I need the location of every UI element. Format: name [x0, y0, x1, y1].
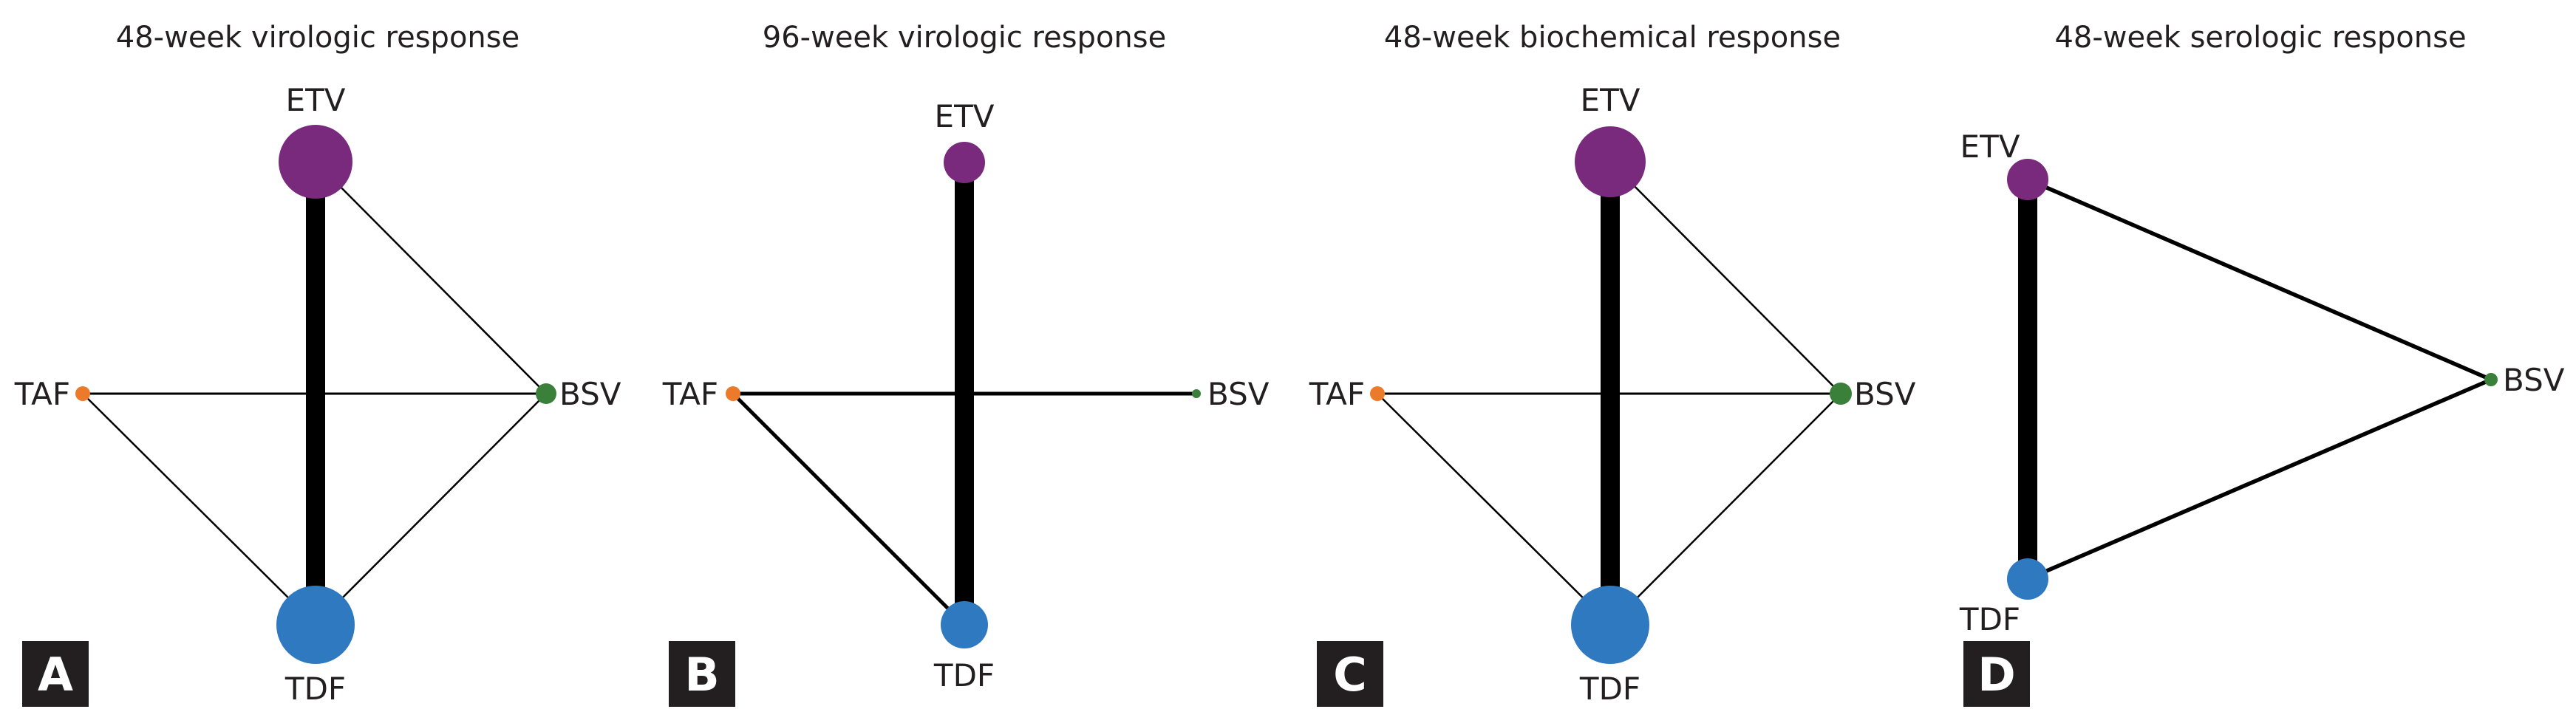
node-tdf	[276, 586, 355, 664]
node-label-taf: TAF	[662, 376, 718, 412]
edge-taf-tdf	[82, 393, 316, 626]
node-label-bsv: BSV	[1207, 376, 1270, 412]
node-label-tdf: TDF	[284, 671, 346, 707]
node-bsv	[536, 383, 556, 404]
panel-letter-box	[22, 641, 89, 707]
edge-etv-bsv	[1609, 161, 1841, 394]
node-label-bsv: BSV	[1854, 376, 1916, 412]
node-label-taf: TAF	[1309, 376, 1365, 412]
edge-bsv-tdf	[2026, 377, 2492, 581]
panel-title: 48-week serologic response	[2054, 21, 2466, 55]
node-taf	[726, 386, 740, 401]
node-label-etv: ETV	[286, 82, 346, 118]
node-taf	[1370, 386, 1385, 401]
panel-letter: B	[684, 648, 719, 702]
node-label-etv: ETV	[1581, 82, 1640, 118]
node-etv	[279, 125, 352, 199]
edge-taf-tdf	[1377, 393, 1611, 626]
node-label-tdf: TDF	[933, 657, 995, 694]
node-tdf	[1571, 586, 1649, 664]
node-bsv	[2484, 373, 2498, 386]
node-label-bsv: BSV	[2503, 362, 2565, 398]
node-label-bsv: BSV	[559, 376, 621, 412]
node-label-taf: TAF	[14, 376, 70, 412]
edge-bsv-tdf	[1609, 393, 1841, 626]
node-label-etv: ETV	[935, 98, 995, 134]
edge-etv-bsv	[315, 161, 547, 394]
node-bsv	[1830, 383, 1852, 405]
panel-title: 96-week virologic response	[763, 21, 1166, 55]
node-etv	[944, 142, 985, 183]
node-tdf	[941, 601, 988, 648]
panel-title: 48-week virologic response	[116, 21, 519, 55]
panel-letter: C	[1333, 648, 1367, 702]
node-label-tdf: TDF	[1579, 671, 1640, 707]
edge-etv-bsv	[2026, 177, 2492, 382]
panel-letter-box	[669, 641, 735, 707]
node-bsv	[1192, 389, 1201, 398]
panel-letter: D	[1977, 648, 2015, 702]
edge-bsv-tdf	[315, 393, 547, 626]
panel-title: 48-week biochemical response	[1384, 21, 1841, 55]
node-tdf	[2007, 558, 2048, 600]
node-etv	[1575, 126, 1646, 197]
node-taf	[75, 386, 90, 401]
panel-letter: A	[38, 648, 73, 702]
panel-letter-box	[1963, 641, 2030, 707]
panel-letter-box	[1317, 641, 1383, 707]
node-label-etv: ETV	[1960, 129, 2020, 165]
edge-taf-tdf	[732, 392, 966, 626]
node-label-tdf: TDF	[1959, 601, 2020, 637]
node-etv	[2007, 159, 2048, 200]
